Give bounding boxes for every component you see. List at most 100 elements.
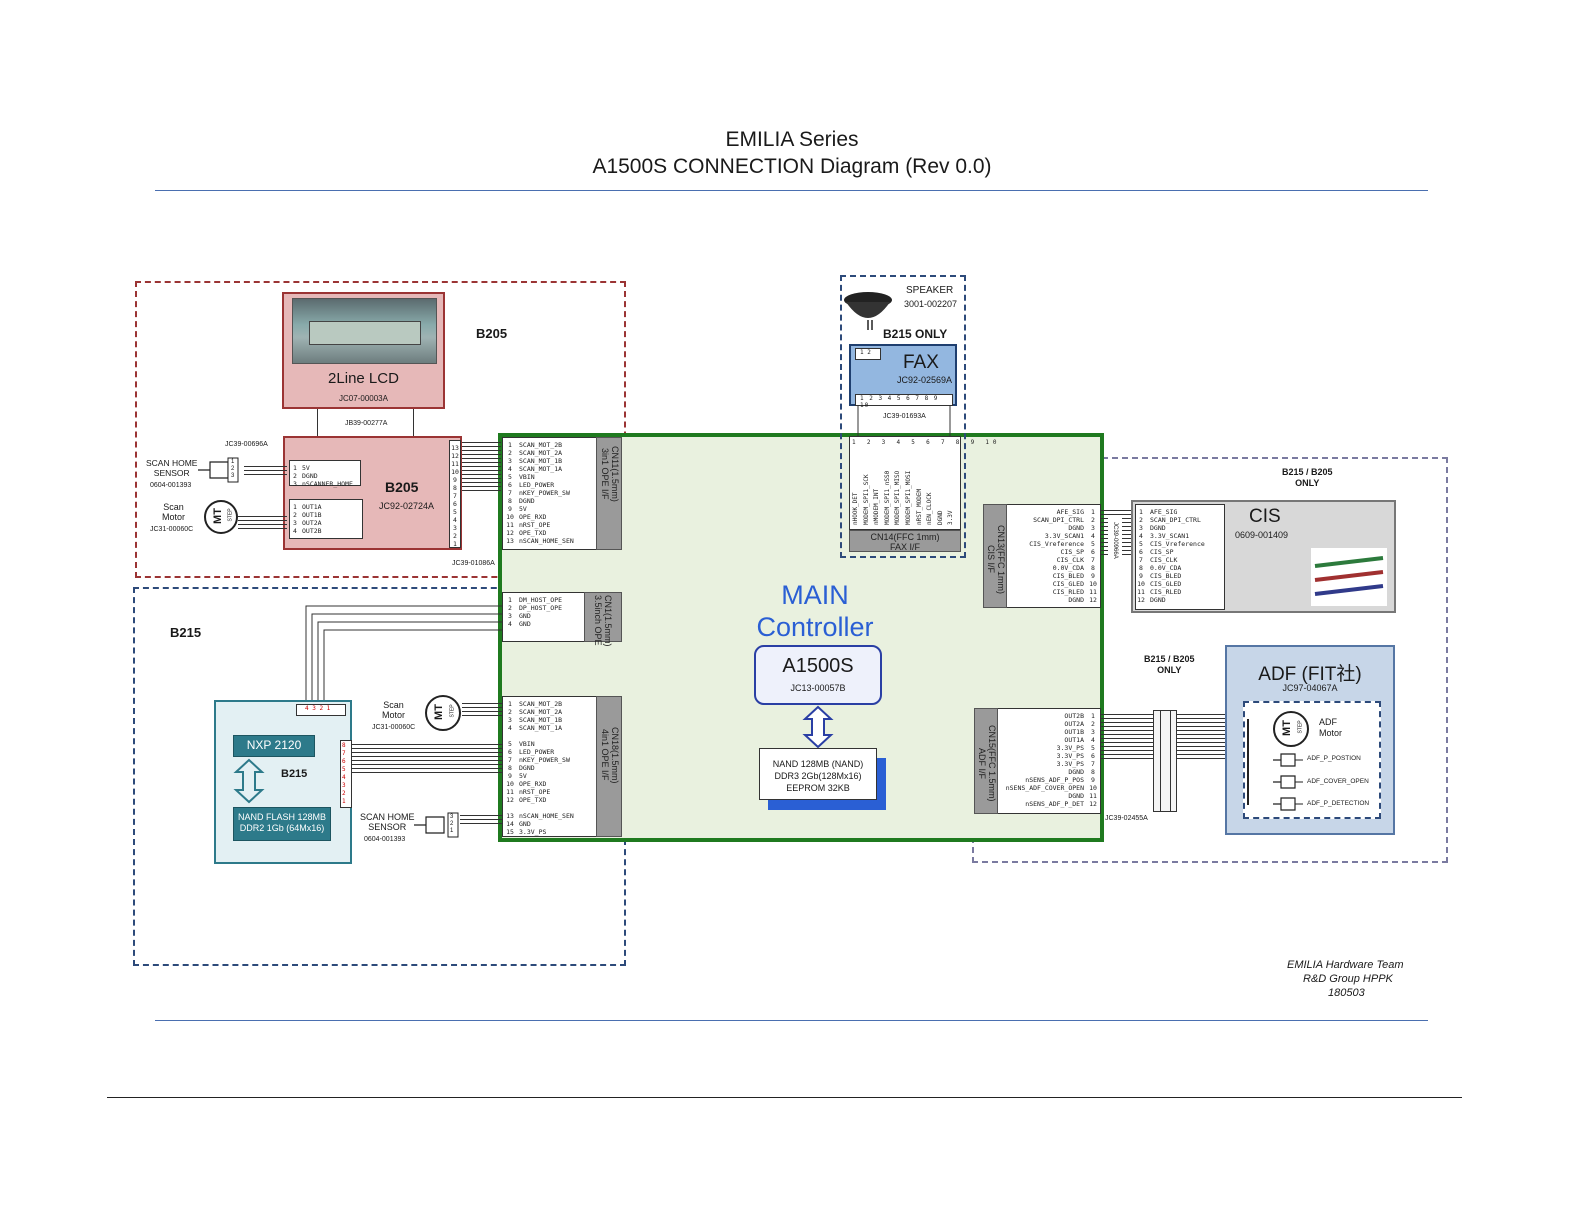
footer-date: 180503 [1328, 987, 1365, 999]
pin-signal: VBIN [519, 473, 535, 481]
pin-number: 2 [508, 604, 512, 612]
cn11-title: CN11(1.5mm) 3in1 OPE I/F [596, 437, 622, 550]
adf-sensor-1-icon [1273, 753, 1303, 767]
b215-to-cn1-wires [305, 605, 502, 700]
pin-signal: SCAN_DPI_CTRL [1033, 516, 1084, 524]
pin-signal: DM_HOST_OPE [519, 596, 563, 604]
pin-signal [519, 732, 574, 740]
adf-part: JC97-04067A [1282, 683, 1338, 693]
fax-board: 1 2 FAX JC92-02569A 1 2 3 4 5 6 7 8 9 10 [849, 344, 957, 409]
pin-number: 6 [1091, 752, 1095, 760]
pin-number: 5 [508, 740, 512, 748]
pin-signal: MODEM_SPI1_nSS0 [883, 470, 891, 525]
b215-to-cn18-wires [352, 744, 502, 776]
pin-signal: MODEM_SPI1_MOSI [905, 470, 912, 525]
pin-number: 7 [1091, 556, 1095, 564]
pin-number: 7 [1091, 760, 1095, 768]
adf-sensor-3-icon [1273, 797, 1303, 811]
main-memory: NAND 128MB (NAND) DDR3 2Gb(128Mx16) EEPR… [759, 748, 877, 800]
pin-number: 2 [1091, 516, 1095, 524]
pin-signal: GND [519, 612, 531, 620]
pin-signal: nRST_OPE [519, 788, 551, 796]
pin-number: 3 [450, 814, 454, 820]
lcd-photo [292, 298, 437, 364]
cn1-title: CN1(1.5mm) 3.5inch OPE [584, 592, 622, 647]
pin-number: 5 [342, 766, 346, 773]
pin-signal: 3.3V_PS [1056, 760, 1084, 768]
pin-signal: nSCANNER_HOME [302, 480, 353, 488]
scan-home-sensor-bottom-part: 0604-001393 [364, 836, 406, 843]
pin-signal: OUT1A [1064, 736, 1084, 744]
pin-signal: DGND [1068, 768, 1084, 776]
pin-signal: 3.3V [947, 510, 955, 525]
pin-number: 3 [508, 612, 512, 620]
pin-signal: DGND [1068, 792, 1084, 800]
pin-number: 2 [453, 532, 457, 540]
pin-number: 3 [231, 473, 235, 479]
pin-signal: 0.0V_CDA [1150, 564, 1182, 572]
pin-number: 8 [508, 497, 512, 505]
pin-number: 3 [1139, 524, 1143, 532]
adf-inner-region: MT STEP ADF Motor ADF_P_POSTION ADF_COVE… [1243, 701, 1381, 819]
pin-number: 3 [342, 782, 346, 789]
pin-number: 1 [453, 540, 457, 548]
pin-number: 2 [508, 708, 512, 716]
b215-only-label: B215 ONLY [883, 327, 948, 341]
speaker-icon [844, 292, 892, 330]
scan-motor-bottom-icon: MT STEP [425, 695, 461, 731]
pin-signal: OUT2B [1064, 712, 1084, 720]
pin-number: 12 [1089, 800, 1097, 808]
pin-signal: CIS_RLED [1150, 588, 1182, 596]
pin-number [505, 804, 515, 812]
pin-signal: 5V [519, 505, 527, 513]
pin-number: 10 [451, 468, 459, 476]
cn13-title: CN13(FFC 1mm) CIS I/F [983, 504, 1007, 608]
b205-board-name: B205 [385, 479, 419, 495]
pin-number: 5 [453, 508, 457, 516]
pin-number: 9 [508, 772, 512, 780]
adf-sensor-3: ADF_P_DETECTION [1307, 800, 1370, 807]
pin-number: 7 [342, 750, 346, 757]
pin-number: 12 [1137, 596, 1145, 604]
pin-number: 9 [453, 476, 457, 484]
speaker-part: 3001-002207 [904, 299, 958, 309]
pin-number: 11 [1089, 792, 1097, 800]
pin-number: 1 [508, 596, 512, 604]
pin-signal: DGND [936, 510, 944, 525]
pin-signal: 3.3V_PS [1056, 752, 1084, 760]
pin-signal: CIS_CLK [1056, 556, 1084, 564]
pin-signal: OUT2B [302, 527, 322, 535]
footer-team: EMILIA Hardware Team [1287, 959, 1404, 971]
pin-signal: OUT1B [1064, 728, 1084, 736]
lcd-part: JC07-00003A [339, 394, 388, 403]
lcd-name: 2Line LCD [328, 370, 399, 387]
adf-motor-icon: MT STEP [1273, 711, 1309, 747]
pin-number: 10 [506, 780, 514, 788]
pin-signal: nRST_OPE [519, 521, 551, 529]
pin-number: 11 [1089, 588, 1097, 596]
scan-motor-top-part: JC31-00060C [150, 526, 194, 533]
pin-number: 2 [450, 821, 454, 827]
pin-signal: nHOOK_DET [852, 492, 859, 525]
b205-cable-top: JC39-00696A [225, 441, 268, 448]
scan-motor-top-icon: MT STEP [204, 500, 238, 534]
pin-number: 12 [1089, 596, 1097, 604]
pin-signal: CIS_GLED [1052, 580, 1084, 588]
pin-number: 3 [1091, 728, 1095, 736]
pin-number: 1 [1091, 508, 1095, 516]
fax-region [840, 275, 966, 558]
b215-board: 4 3 2 1 NXP 2120 B215 NAND FLASH 128MB D… [214, 700, 352, 864]
cis-photo [1311, 548, 1387, 606]
pin-signal: AFE_SIG [1150, 508, 1178, 516]
pin-number: 4 [293, 527, 297, 535]
pin-signal: MODEM_SPI1_MISO [894, 470, 902, 525]
pin-number: 10 [1137, 580, 1145, 588]
pin-number: 10 [1089, 580, 1097, 588]
pin-number: 12 [451, 452, 459, 460]
pin-number: 6 [342, 758, 346, 765]
